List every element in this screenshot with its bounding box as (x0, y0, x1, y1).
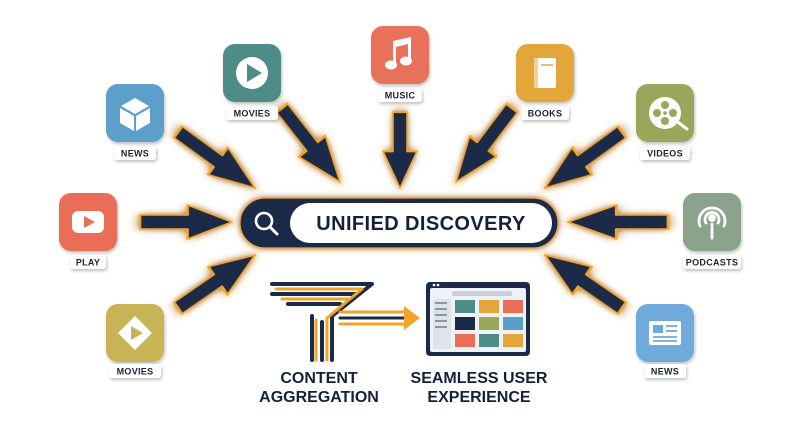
funnel-icon (270, 282, 420, 362)
newspaper-icon (649, 321, 681, 345)
source-play: PLAY (59, 193, 117, 269)
arrow-from-books (441, 96, 527, 194)
tile-podcasts (683, 193, 741, 251)
source-movies-top: MOVIES (223, 44, 281, 120)
source-music: MUSIC (371, 26, 429, 102)
content-aggregation-line1: CONTENT (280, 370, 358, 387)
source-podcasts: PODCASTS (683, 193, 741, 269)
seamless-ux-line1: SEAMLESS USER (411, 370, 548, 387)
tile-music (371, 26, 429, 84)
label-movies-bottom: MOVIES (117, 367, 154, 377)
arrow-from-podcasts (566, 203, 670, 241)
content-aggregation-line2: AGGREGATION (259, 389, 379, 406)
label-movies-top: MOVIES (234, 109, 271, 119)
source-tiles: NEWS MOVIES MUSIC (59, 26, 741, 378)
diamond-play-icon (118, 316, 152, 350)
arrow-from-news-top (166, 117, 267, 203)
unified-discovery-search-bar: UNIFIED DISCOVERY (239, 197, 559, 249)
play-button-icon (72, 211, 104, 233)
label-play: PLAY (76, 258, 100, 268)
arrow-from-movies-top (267, 96, 355, 194)
label-books: BOOKS (528, 109, 563, 119)
source-news-bottom: NEWS (636, 304, 694, 378)
ux-screen-icon (426, 282, 530, 356)
arrow-from-play (138, 203, 234, 241)
search-icon (254, 211, 279, 236)
label-videos: VIDEOS (647, 149, 683, 159)
cube-icon (120, 98, 150, 131)
book-icon (534, 58, 556, 88)
label-podcasts: PODCASTS (686, 258, 738, 268)
arrow-from-news-bottom (534, 239, 633, 324)
label-news-bottom: NEWS (651, 367, 679, 377)
arrow-from-movies-bottom (167, 239, 266, 324)
source-news-top: NEWS (106, 84, 164, 160)
source-books: BOOKS (516, 44, 574, 120)
label-news-top: NEWS (121, 149, 149, 159)
play-circle-icon (236, 57, 268, 89)
source-movies-bottom: MOVIES (106, 304, 164, 378)
podcast-icon (697, 206, 727, 240)
music-note-icon (385, 37, 412, 70)
arrow-from-music (381, 110, 419, 190)
funnel-arrow-to-screen (338, 306, 420, 330)
center-title: UNIFIED DISCOVERY (316, 213, 526, 235)
arrow-from-videos (533, 117, 634, 203)
source-videos: VIDEOS (636, 84, 694, 160)
label-music: MUSIC (385, 91, 416, 101)
film-reel-icon (649, 97, 689, 131)
seamless-ux-line2: EXPERIENCE (427, 389, 530, 406)
